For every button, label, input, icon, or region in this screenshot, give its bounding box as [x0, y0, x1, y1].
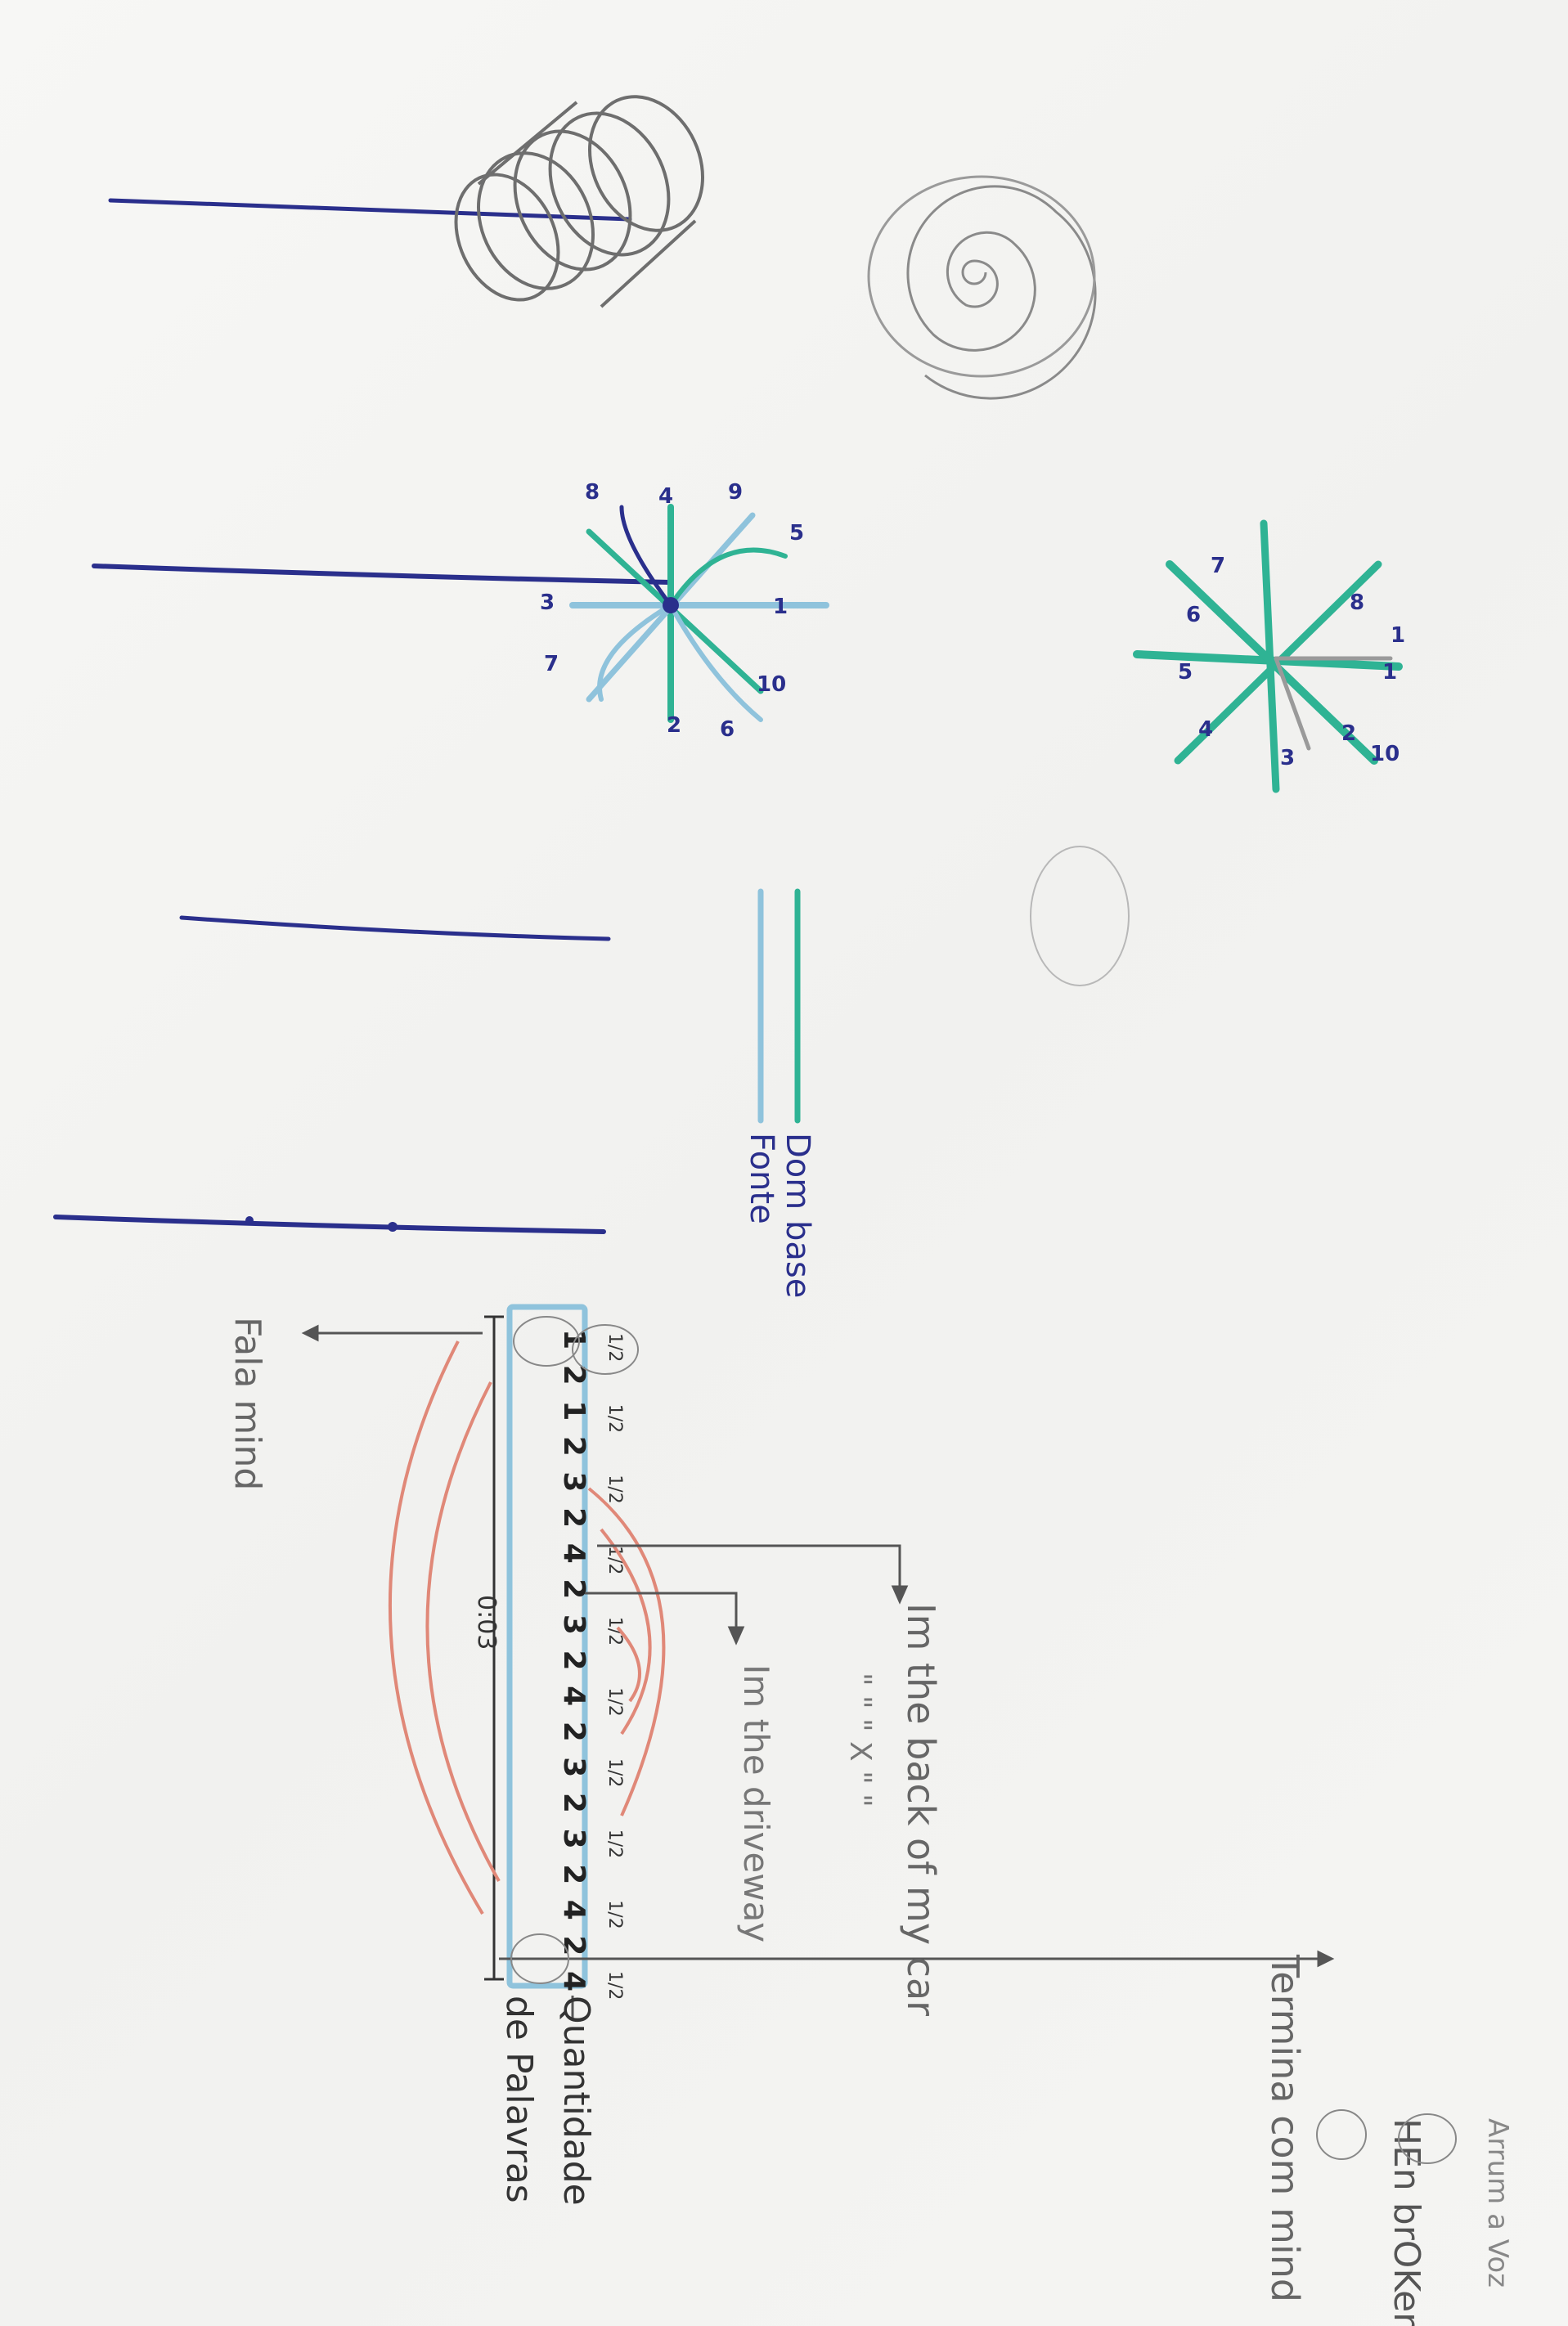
time-label: 0:03	[472, 1595, 501, 1650]
star-mid-labels: 1 2 3 4 5 6 7 8 9 10	[540, 480, 804, 742]
arrow-icon	[597, 1544, 901, 1595]
beat-3: 1	[557, 1400, 591, 1421]
star-mid-num-1: 1	[773, 595, 788, 619]
star-top-num-2: 2	[1341, 721, 1356, 746]
beat-12: 2	[557, 1722, 591, 1742]
star-top-labels: 1 1 2 3 4 5 6 7 8 10	[1178, 554, 1405, 770]
words-count-title: Quantidade	[555, 1996, 597, 2206]
ink-stroke-2	[92, 564, 673, 585]
fraction-row: 1/21/21/21/21/21/21/21/21/21/2	[604, 1333, 625, 2000]
beat-1: 1	[557, 1329, 591, 1349]
beat-15: 3	[557, 1829, 591, 1849]
star-top-num-6: 6	[1186, 603, 1201, 627]
star-mid-num-7: 7	[544, 652, 559, 676]
beat-14: 2	[557, 1793, 591, 1813]
annotation-repeat-marks: " " " X " "	[843, 1673, 877, 1807]
star-mid-num-10: 10	[757, 672, 786, 697]
star-burst-icon: 1 1 2 3 4 5 6 7 8 10	[1133, 519, 1405, 793]
annotation-back-of-car: Im the back of my car	[899, 1603, 943, 2016]
faint-oval	[1030, 846, 1130, 986]
beat-11: 4	[557, 1686, 591, 1706]
annotation-driveway: Im the driveway	[736, 1664, 776, 1942]
pencil-circles	[510, 1316, 1457, 2164]
legend-blue-label: Fonte	[743, 1133, 780, 1224]
beat-5: 3	[557, 1471, 591, 1492]
annotation-arrows	[301, 1324, 1335, 2020]
star-top-num-7: 7	[1211, 554, 1225, 578]
footer-scribble: Arrum a Voz	[1481, 2118, 1514, 2288]
star-top-num-4: 4	[1198, 717, 1213, 742]
fraction-6: 1/2	[604, 1687, 625, 1716]
fraction-10: 1/2	[604, 1971, 625, 2000]
fraction-8: 1/2	[604, 1830, 625, 1858]
star-top-num-1: 1	[1391, 623, 1405, 648]
star-top-num-8: 8	[1350, 590, 1364, 615]
start-label: Fala mind	[227, 1317, 268, 1490]
star-mid-num-3: 3	[540, 590, 555, 615]
spiral-icon	[867, 175, 1097, 400]
handwritten-notes: Im the back of my car " " " X " " Im the…	[227, 1317, 1514, 2326]
star-top-num-10: 10	[1370, 742, 1400, 766]
fraction-1: 1/2	[604, 1333, 625, 1362]
red-arcs	[388, 1340, 666, 1915]
words-count-subtitle: de Palavras	[498, 1996, 540, 2203]
beat-9: 3	[557, 1614, 591, 1635]
title-note: HEn brOKen	[1386, 2118, 1427, 2326]
star-top-num-3: 3	[1280, 746, 1295, 770]
star-mid-num-6: 6	[720, 717, 735, 742]
ink-stroke-4	[53, 1215, 606, 1234]
legend-green-label: Dom base	[779, 1133, 816, 1298]
beat-18: 2	[557, 1935, 591, 1956]
ink-stroke-1	[108, 198, 632, 222]
star-mid-num-9: 9	[728, 480, 743, 505]
fraction-7: 1/2	[604, 1758, 625, 1787]
fraction-3: 1/2	[604, 1475, 625, 1503]
star-mid-num-8: 8	[585, 480, 600, 505]
beat-7: 4	[557, 1543, 591, 1564]
beat-17: 4	[557, 1900, 591, 1920]
beat-6: 2	[557, 1507, 591, 1528]
fraction-9: 1/2	[604, 1900, 625, 1929]
star-mid-num-5: 5	[789, 521, 804, 546]
ink-strokes	[53, 198, 673, 1234]
beat-10: 2	[557, 1650, 591, 1671]
beat-4: 2	[557, 1436, 591, 1457]
legend: Dom base Fonte	[743, 888, 816, 1298]
star-mid-num-2: 2	[667, 713, 681, 738]
end-label: Termina com mind	[1263, 1954, 1307, 2302]
star-top-num-1b: 1	[1382, 660, 1397, 685]
beat-16: 2	[557, 1864, 591, 1884]
beat-13: 3	[557, 1757, 591, 1777]
star-mid-num-4: 4	[658, 484, 673, 509]
fraction-2: 1/2	[604, 1404, 625, 1433]
beat-2: 2	[557, 1365, 591, 1385]
ink-stroke-3	[179, 915, 611, 941]
curled-star-icon: 1 2 3 4 5 6 7 8 9 10	[540, 480, 829, 742]
star-top-num-5: 5	[1178, 660, 1193, 685]
spring-coil-icon	[454, 95, 704, 308]
beat-8: 2	[557, 1578, 591, 1599]
arrow-icon	[585, 1592, 738, 1636]
